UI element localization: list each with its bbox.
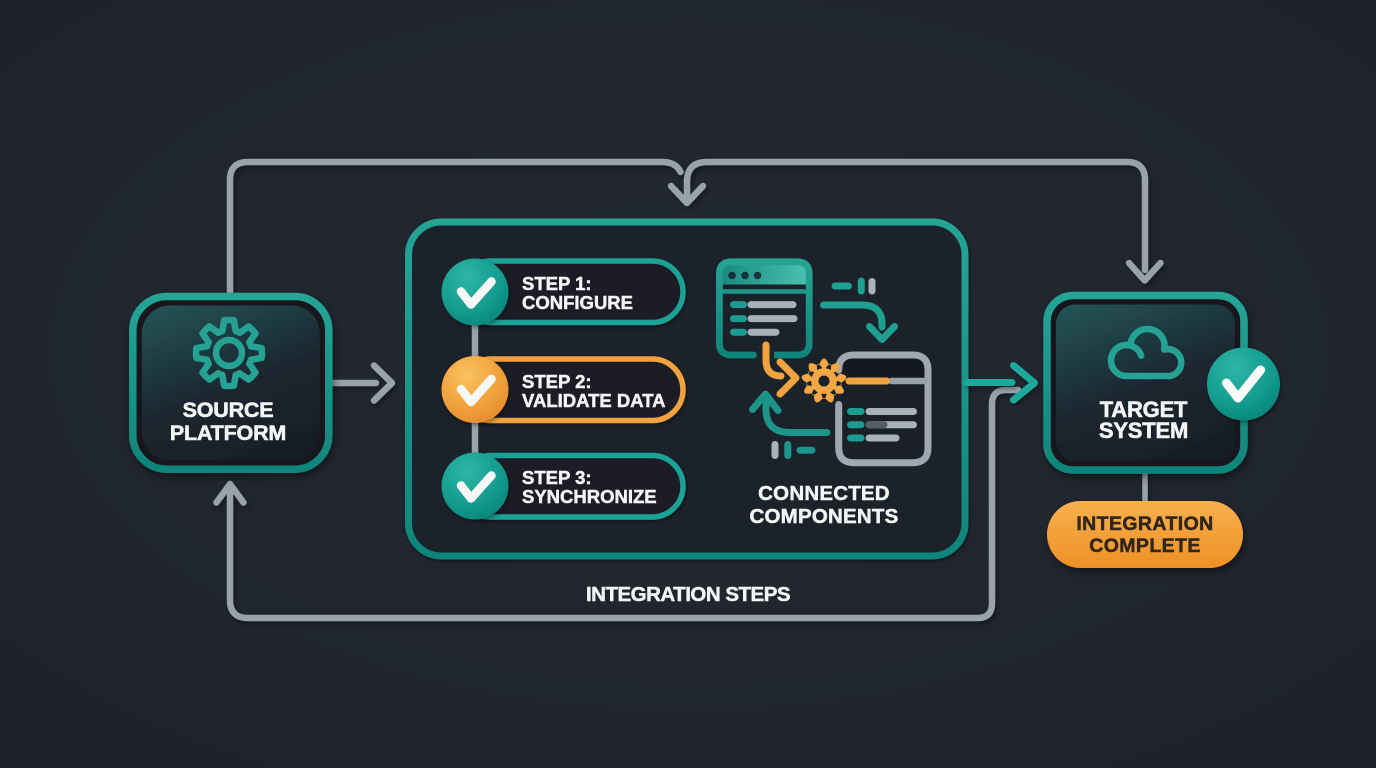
svg-text:CONNECTED: CONNECTED <box>758 482 890 505</box>
svg-text:CONFIGURE: CONFIGURE <box>522 292 633 313</box>
svg-text:PLATFORM: PLATFORM <box>170 421 286 445</box>
svg-text:COMPONENTS: COMPONENTS <box>750 505 899 528</box>
svg-text:STEP 1:: STEP 1: <box>522 273 592 294</box>
svg-text:INTEGRATION: INTEGRATION <box>1076 513 1213 535</box>
svg-text:COMPLETE: COMPLETE <box>1089 535 1201 557</box>
svg-text:SYSTEM: SYSTEM <box>1099 418 1188 443</box>
svg-text:SYNCHRONIZE: SYNCHRONIZE <box>522 486 657 507</box>
svg-text:VALIDATE DATA: VALIDATE DATA <box>522 390 666 411</box>
svg-text:INTEGRATION STEPS: INTEGRATION STEPS <box>586 583 790 606</box>
svg-text:TARGET: TARGET <box>1100 397 1188 422</box>
svg-text:STEP 3:: STEP 3: <box>522 467 592 488</box>
svg-text:SOURCE: SOURCE <box>183 398 274 422</box>
svg-text:STEP 2:: STEP 2: <box>522 371 592 392</box>
